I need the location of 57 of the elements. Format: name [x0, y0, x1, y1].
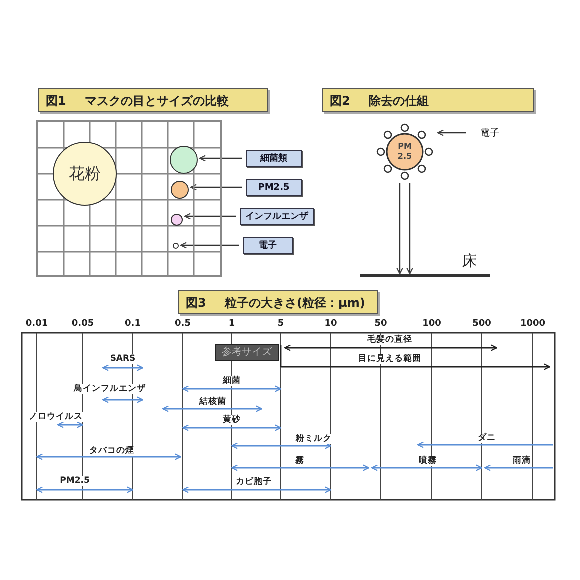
reference-size-tag: 参考サイズ	[215, 344, 279, 361]
tick-label: 5	[276, 319, 286, 329]
figure-number: 図3	[186, 295, 206, 312]
figure-number: 図2	[330, 93, 350, 110]
electron-label: 電子	[470, 125, 510, 141]
figure-title: 除去の仕組	[369, 93, 429, 110]
tick-label: 0.1	[124, 319, 142, 329]
particle-label-box: 細菌類	[246, 150, 302, 167]
tick-label: 1	[228, 319, 236, 329]
figure-number: 図1	[46, 93, 66, 110]
tick-label: 100	[422, 319, 442, 329]
particle-circle: 花粉	[53, 142, 117, 206]
floor-label: 床	[462, 252, 477, 271]
arrow	[190, 184, 242, 191]
range-label: 細菌	[222, 376, 242, 386]
range-label: 雨滴	[512, 456, 532, 466]
arrow	[184, 213, 236, 220]
range-label: カビ胞子	[235, 477, 273, 487]
floor-line	[360, 274, 490, 277]
range-label: 結核菌	[198, 397, 228, 407]
arrow	[406, 183, 414, 275]
range-label: 黄砂	[222, 415, 242, 425]
range-label: 目に見える範囲	[358, 354, 422, 364]
range-label: 毛髪の直径	[366, 335, 414, 345]
range-label: 霧	[294, 456, 306, 466]
range-label: タバコの煙	[88, 446, 136, 456]
particle-circle	[170, 146, 198, 174]
arrow	[396, 183, 404, 275]
figure-title: マスクの目とサイズの比較	[85, 93, 229, 110]
title-banner	[178, 290, 378, 314]
particle-label-box: 電子	[243, 237, 293, 254]
arrow	[180, 242, 239, 249]
particle-label-box: PM2.5	[246, 179, 302, 196]
range-label: ノロウイルス	[28, 412, 84, 422]
particle-circle	[173, 243, 179, 249]
tick-label: 0.5	[174, 319, 192, 329]
tick-label: 500	[472, 319, 492, 329]
tick-label: 10	[324, 319, 338, 329]
range-label: 粉ミルク	[295, 434, 333, 444]
tick-label: 0.01	[24, 319, 50, 329]
range-label: SARS	[109, 354, 137, 364]
particle-circle	[171, 181, 189, 199]
title-banner	[322, 88, 534, 112]
tick-label: 1000	[519, 319, 547, 329]
figure-title: 粒子の大きさ(粒径：μm)	[225, 295, 366, 312]
range-label: 鳥インフルエンザ	[73, 384, 147, 394]
tick-label: 0.05	[70, 319, 96, 329]
range-label: 噴霧	[418, 456, 438, 466]
tick-label: 50	[374, 319, 388, 329]
mask-mesh-grid	[36, 120, 222, 277]
title-banner	[38, 88, 268, 112]
range-label: ダニ	[477, 433, 497, 443]
particle-circle	[171, 214, 183, 226]
arrow	[437, 130, 466, 136]
range-label: PM2.5	[59, 476, 91, 486]
particle-label-box: インフルエンザ	[240, 208, 314, 225]
arrow	[199, 155, 242, 162]
